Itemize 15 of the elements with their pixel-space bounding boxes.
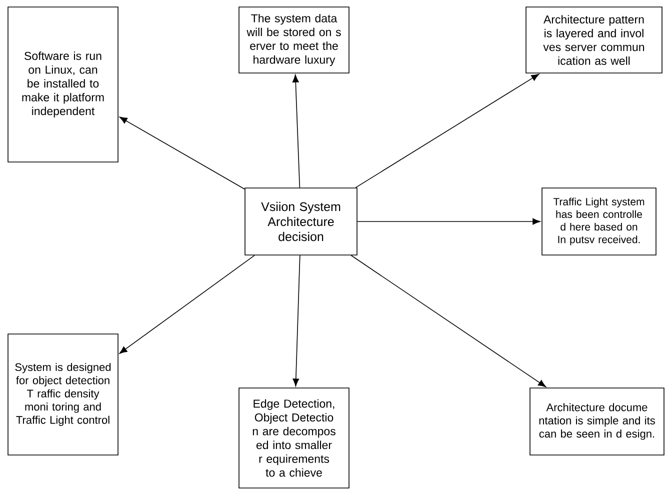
arrow bbox=[355, 74, 540, 188]
arrow bbox=[350, 254, 546, 388]
arrow bbox=[357, 218, 540, 225]
text-box: Traffic Light system has been controlle d here based on In putsv received. bbox=[542, 188, 656, 256]
arrow bbox=[292, 254, 300, 386]
text-box: System is designed for object detection T raffic density moni toring and Traffic Light control bbox=[8, 334, 118, 456]
text-box: Software is run on Linux, can be installed to make it platform independent bbox=[8, 6, 118, 162]
text-box: Architecture docume ntation is simple and its can be seen in d esign. bbox=[530, 388, 664, 456]
arrow bbox=[292, 74, 300, 188]
text-box: Architecture pattern is layered and invol ves server commun ication as well bbox=[526, 6, 662, 74]
arrow bbox=[119, 254, 255, 354]
text-box: Edge Detection, Object Detectio n are decompos ed into smaller r equirements to a chieve bbox=[238, 388, 350, 488]
text-box: Vsiion System Architecture decision bbox=[244, 188, 358, 256]
arrow bbox=[119, 116, 245, 190]
text-box: The system data will be stored on s erver to meet the hardware luxury bbox=[238, 6, 350, 74]
